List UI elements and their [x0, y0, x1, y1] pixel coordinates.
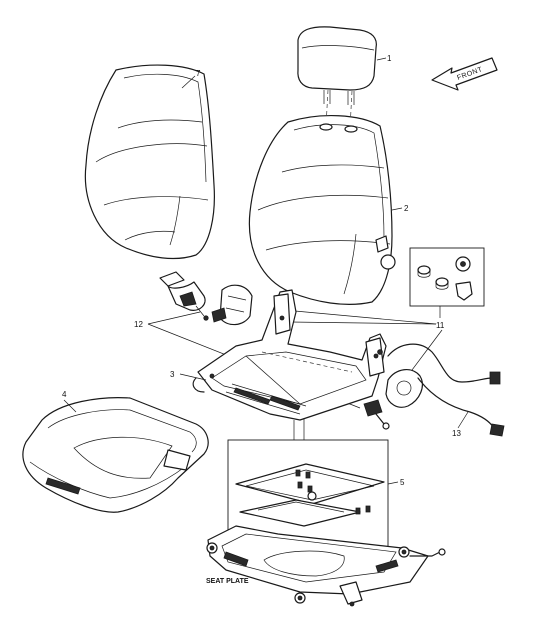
- clip-kit-box: [409, 247, 485, 307]
- callout-seat-plate: 5: [400, 478, 405, 487]
- headrest: [297, 26, 377, 129]
- callout-seat-cushion: 4: [62, 390, 67, 399]
- backrest-cushion: [84, 64, 215, 260]
- callout-harness: 13: [452, 429, 461, 438]
- right-belt-and-harness: [363, 343, 505, 437]
- callout-headrest: 1: [387, 54, 392, 63]
- callout-backrest-cushion: 7: [196, 69, 201, 78]
- callout-seat-belt: 12: [134, 320, 143, 329]
- seat-belt-buckle: [159, 271, 253, 326]
- seat-plate-label: SEAT PLATE: [206, 578, 249, 585]
- front-arrow: FRONT: [431, 57, 498, 91]
- callout-seat-frame: 3: [170, 370, 175, 379]
- backrest-cover: [248, 115, 396, 305]
- seat-frame: [192, 289, 387, 421]
- callout-clip-kit: 11: [436, 321, 445, 330]
- seat-plate-base: [206, 525, 446, 607]
- callout-backrest-cover: 2: [404, 204, 409, 213]
- seat-cushion: [22, 397, 209, 513]
